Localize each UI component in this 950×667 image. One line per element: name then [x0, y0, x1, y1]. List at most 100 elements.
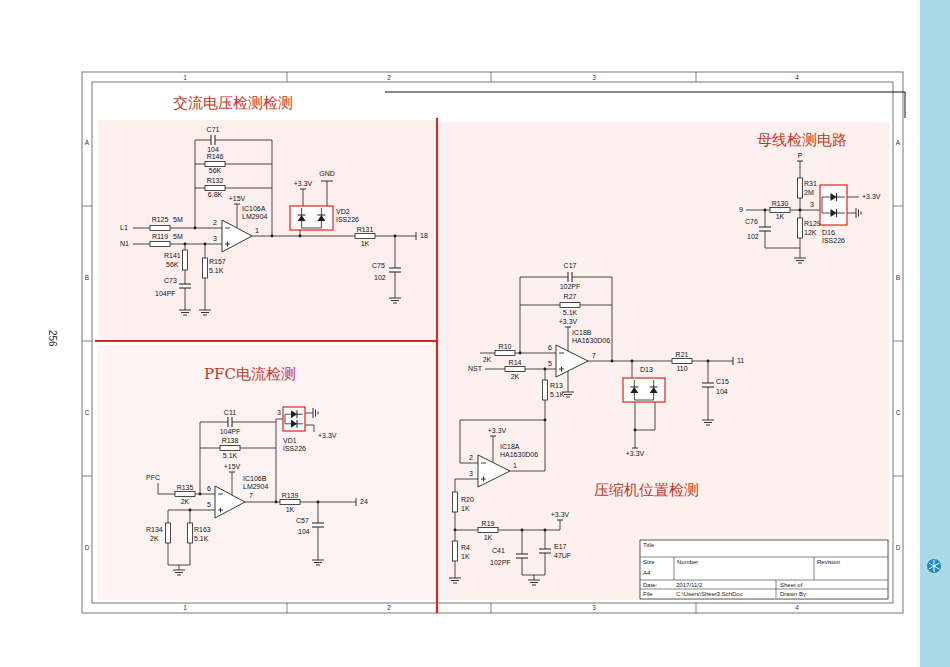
ground-symbol [318, 412, 319, 415]
diode-symbol [297, 420, 298, 428]
component-label: 5M [173, 233, 183, 241]
junction-dot [799, 209, 802, 212]
capacitor-symbol [215, 135, 216, 145]
component-label: L1 [120, 224, 128, 232]
grid-marker: A [85, 139, 89, 147]
component-label: 1 [513, 462, 517, 470]
component-label: 9 [739, 206, 743, 214]
op-amp-outline [478, 455, 510, 487]
supply-symbol [234, 204, 240, 205]
part-designator: IC18B HA1630D06 [572, 329, 610, 345]
ground-symbol [532, 585, 536, 586]
grid-marker: 1 [183, 604, 187, 612]
resistor-symbol [175, 492, 195, 497]
component-label: C75 [372, 262, 385, 270]
plus-sign [227, 242, 228, 247]
table-cell-text: Number [677, 559, 698, 566]
supply-symbol [797, 161, 803, 162]
resistor-symbol [478, 528, 498, 533]
op-amp-symbol: IC106B LM2904 [215, 486, 245, 518]
component-label: 5M [173, 216, 183, 224]
highlight-box [283, 407, 305, 431]
capacitor-gap [764, 227, 767, 231]
component-label: 3 [277, 409, 281, 417]
wire [195, 140, 196, 228]
capacitor-symbol [759, 227, 771, 228]
component-label: +15V [229, 195, 246, 203]
component-label: +3.3V [294, 180, 313, 188]
supply-symbol [565, 327, 571, 328]
wire [635, 402, 636, 448]
component-label: P [798, 152, 803, 160]
junction-dot [394, 235, 397, 238]
component-label: 102 [747, 233, 759, 241]
wire [179, 565, 180, 570]
ground-symbol [564, 394, 572, 395]
capacitor-symbol [539, 549, 551, 550]
table-cell-text: Title [643, 542, 654, 549]
resistor-symbol [505, 367, 525, 372]
table-rule [640, 557, 888, 558]
component-label: R27 [564, 293, 577, 301]
plus-sign [483, 477, 484, 482]
capacitor-symbol [211, 135, 212, 145]
capacitor-symbol [232, 417, 233, 427]
wire [133, 228, 222, 229]
resistor-symbol [280, 500, 300, 505]
supply-symbol [490, 436, 496, 437]
capacitor-gap [568, 276, 572, 279]
component-label: 5 [207, 501, 211, 509]
sheet-border [92, 82, 893, 603]
capacitor-symbol [312, 523, 324, 524]
wire [455, 520, 560, 530]
component-label: C11 [224, 409, 236, 417]
resistor-symbol [188, 523, 193, 543]
diode-lead [285, 414, 286, 424]
diode-symbol [650, 387, 658, 388]
watermark-tint [98, 120, 434, 338]
grid-marker: C [896, 409, 901, 417]
ground-symbol [179, 310, 191, 311]
resistor-symbol [770, 208, 790, 213]
zone-tick [82, 476, 92, 477]
ground-symbol [177, 575, 181, 576]
component-label: R10 [499, 343, 512, 351]
capacitor-symbol [539, 553, 551, 554]
table-rule [674, 557, 675, 580]
component-label: 1K [286, 506, 295, 514]
diode-pair-box: D13 [623, 378, 665, 402]
zone-tick [287, 72, 288, 82]
diode-pair-box [623, 378, 665, 402]
ground-symbol [453, 583, 457, 584]
wire [534, 575, 535, 580]
ground-symbol [794, 258, 806, 259]
table-cell-text: A4 [643, 570, 650, 577]
wire [245, 502, 356, 503]
section-title: 母线检测电路 [757, 131, 847, 149]
resistor-symbol [798, 218, 803, 238]
drawing-layer [82, 0, 950, 667]
part-designator: IC18A HA1630D06 [500, 443, 538, 459]
junction-dot [544, 419, 547, 422]
component-label: R20 [461, 496, 474, 504]
component-label: 1K [484, 534, 493, 542]
diode-symbol [831, 193, 837, 201]
part-designator: VD1 ISS226 [283, 437, 306, 453]
capacitor-gap [521, 554, 524, 558]
logo-mark [927, 559, 941, 573]
component-label: 102PF [490, 559, 511, 567]
component-label: C57 [296, 517, 309, 525]
component-label: N1 [120, 240, 129, 248]
capacitor-gap [707, 383, 710, 387]
component-label: 56K [209, 167, 221, 175]
diode-pair-box: VD1 ISS226 [283, 407, 305, 431]
component-label: C17 [564, 262, 577, 270]
part-designator: D16 ISS226 [822, 229, 845, 245]
ground-symbol [856, 208, 857, 218]
component-label: 6.8K [208, 191, 222, 199]
table-cell-text: C:\Users\Sheet3.SchDoc [676, 591, 743, 598]
ground-symbol [315, 410, 316, 417]
resistor-symbol [453, 492, 458, 512]
component-label: +3.3V [318, 432, 337, 440]
table-cell-text: Drawn By: [780, 591, 808, 598]
